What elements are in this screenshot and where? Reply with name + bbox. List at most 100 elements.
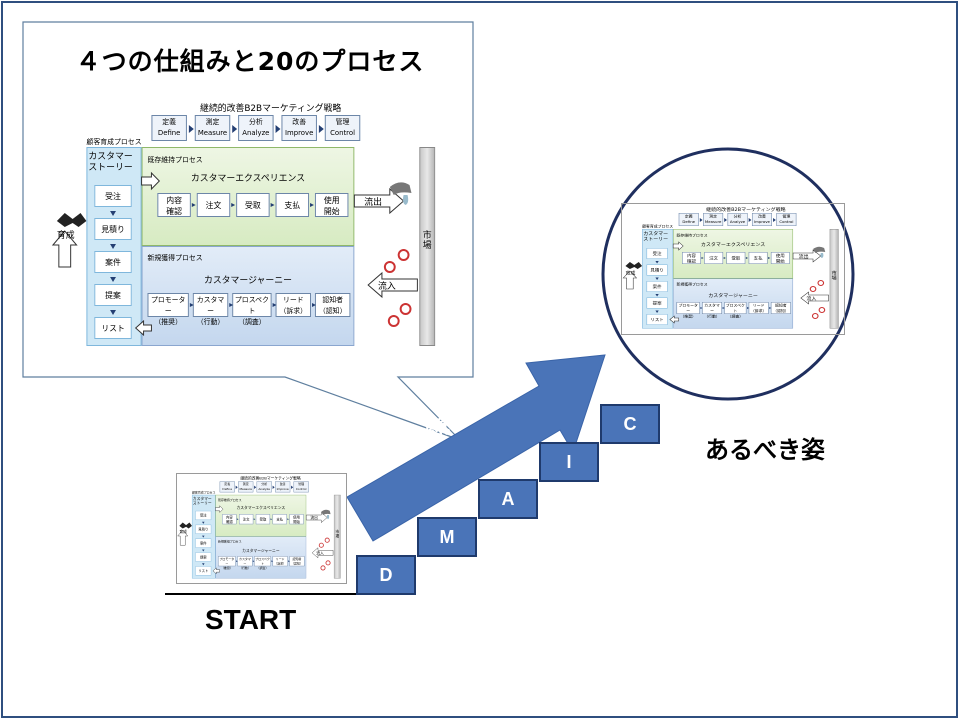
diagram-connectors	[622, 241, 829, 324]
experience-step: 受取	[726, 252, 746, 264]
step-line1: 使用	[775, 253, 785, 259]
stage-proposal: 提案	[94, 284, 132, 306]
step-ja: 定義	[224, 482, 231, 487]
arrow-right-icon	[773, 218, 776, 222]
handshake-icon	[625, 262, 643, 269]
customer-story-title: カスタマーストーリー	[643, 232, 672, 243]
step-line1: 使用	[323, 196, 340, 205]
stage-proposal: 提案	[195, 552, 212, 562]
journey-step: カスタマー （行動）	[192, 293, 229, 326]
step-line1: 注文	[242, 517, 250, 522]
step-ja: 管理	[782, 214, 791, 219]
journey-step: リード（訴求）	[748, 302, 769, 314]
handshake-icon	[56, 213, 87, 227]
target-icons	[809, 280, 826, 319]
step-line2: （調査）	[256, 566, 269, 571]
flow-left-icon	[134, 319, 152, 337]
step-line2: （行動）	[704, 314, 720, 319]
stair-m: M	[417, 517, 477, 557]
step-line2: 開始	[323, 207, 340, 216]
step-line1: リード	[282, 296, 304, 304]
step-line1: 支払	[284, 201, 301, 210]
inflow-arrow-icon	[800, 291, 829, 305]
experience-step: 内容確認	[222, 514, 237, 525]
step-en: Analyze	[258, 487, 270, 491]
experience-step: 支払	[748, 252, 768, 264]
market-bar	[419, 147, 436, 346]
customer-process-label: 顧客育成プロセス	[642, 224, 674, 229]
step-line1: カスタマー	[196, 296, 225, 315]
step-line1: プロスペクト	[255, 557, 270, 566]
step-en: Define	[682, 220, 696, 224]
stair-a: A	[478, 479, 538, 519]
outflow-arrow-icon	[792, 249, 822, 263]
strategy-title: 継続的改善B2Bマーケティング戦略	[200, 104, 342, 114]
acquisition-label: 新規獲得プロセス	[147, 254, 203, 262]
step-line2: （行動）	[196, 318, 225, 326]
market-label: 市場	[422, 231, 432, 251]
step-line2: 開始	[775, 259, 785, 264]
outflow-label: 流出	[310, 516, 318, 521]
down-arrows	[202, 521, 205, 566]
start-diagram-frame	[176, 473, 347, 584]
customer-story-line1: カスタマー	[643, 231, 669, 237]
step-line2: 確認	[687, 259, 696, 264]
step-line2: （認知）	[291, 562, 303, 566]
handshake-icon	[179, 522, 192, 529]
journey-step: リード （訴求）	[275, 293, 312, 317]
experience-step: 使用開始	[314, 193, 349, 217]
ikusei-label: 育成	[56, 231, 75, 241]
step-line1: 支払	[276, 517, 284, 522]
step-ja: 管理	[335, 118, 350, 126]
step-en: Analyze	[242, 129, 270, 137]
journey-title: カスタマージャーニー	[242, 549, 280, 554]
step-en: Measure	[239, 487, 252, 491]
stage-order: 受注	[94, 185, 132, 207]
retention-label: 既存維持プロセス	[218, 498, 242, 502]
step-line1: プロモーター	[219, 557, 235, 566]
arrow-right-icon	[275, 125, 281, 133]
step-ja: 定義	[162, 118, 177, 126]
flow-left-icon	[669, 315, 679, 324]
experience-title: カスタマーエクスペリエンス	[236, 506, 286, 511]
step-line2: （訴求）	[279, 307, 308, 315]
step-en: Define	[157, 129, 181, 137]
step-control: 管理 Control	[324, 115, 361, 141]
strategy-title: 継続的改善B2Bマーケティング戦略	[706, 207, 786, 213]
step-line2: （訴求）	[274, 562, 287, 566]
water-drip-icon	[389, 182, 412, 205]
step-line1: 認知者	[292, 557, 302, 561]
step-en: Control	[330, 129, 355, 137]
top-title: ４つの仕組みと20のプロセス	[75, 47, 425, 76]
step-en: Improve	[276, 487, 289, 491]
step-line1: 内容	[225, 515, 233, 520]
water-drip-icon	[321, 509, 331, 520]
step-line1: プロモーター	[678, 303, 698, 314]
step-ja: 定義	[684, 214, 693, 219]
experience-step: 受取	[236, 193, 270, 217]
step-line1: リード	[275, 557, 285, 561]
step-line1: 認知者	[322, 296, 344, 304]
ideal-diagram-frame	[621, 203, 845, 335]
step-line1: 受取	[245, 201, 261, 210]
water-drip-icon	[813, 246, 826, 258]
customer-story-line2: ストーリー	[643, 237, 669, 242]
step-ja: 分析	[733, 214, 742, 219]
market-label: 市場	[335, 530, 340, 539]
inflow-arrow-icon	[311, 547, 334, 559]
ideal-label: あるべき姿	[705, 436, 825, 464]
step-ja: 測定	[205, 118, 220, 126]
arrow-right-icon	[748, 218, 752, 222]
stage-estimate: 見積り	[94, 218, 132, 240]
journey-title: カスタマージャーニー	[203, 276, 292, 286]
down-arrows	[655, 261, 659, 313]
step-en: Analyze	[729, 220, 746, 224]
customer-story-title: カスタマーストーリー	[88, 152, 139, 174]
step-right-arrows	[189, 203, 316, 307]
customer-process-label: 顧客育成プロセス	[191, 491, 216, 495]
arrow-right-icon	[699, 218, 703, 222]
diagram-connectors	[51, 171, 418, 337]
